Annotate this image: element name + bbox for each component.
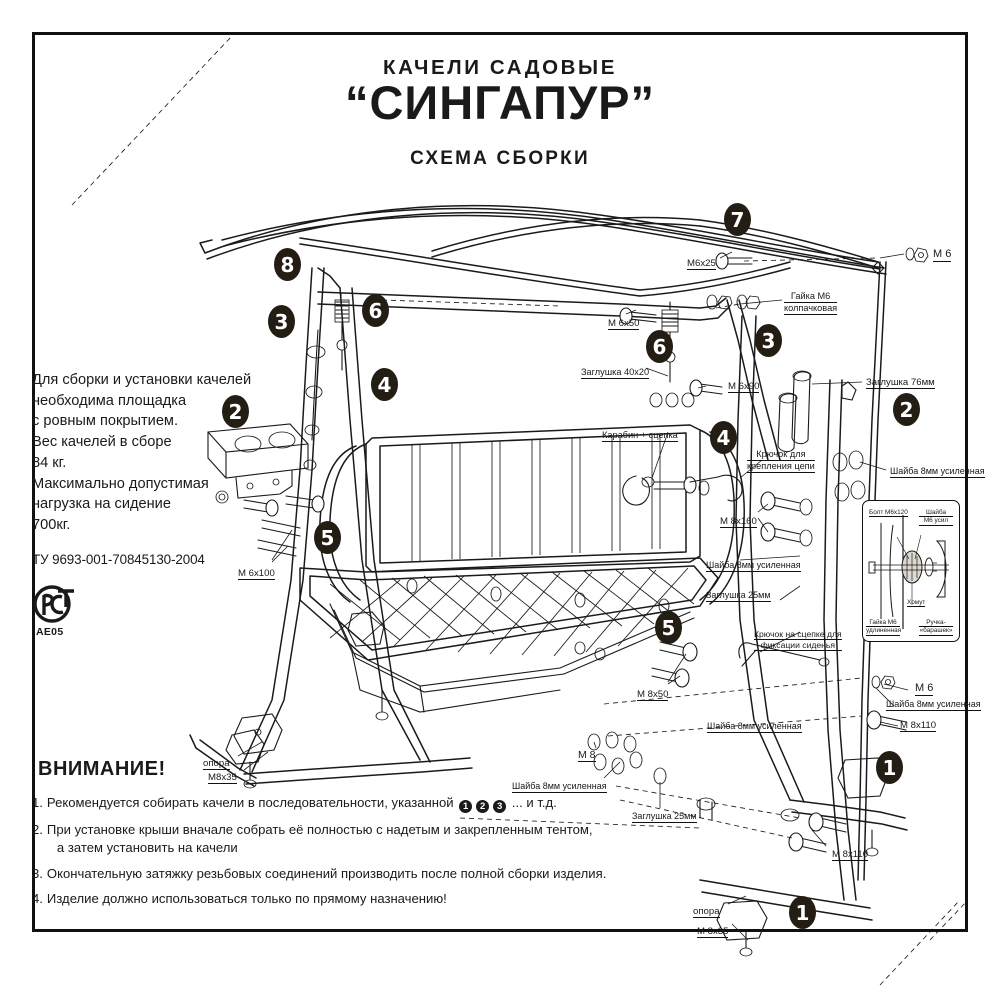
title-super: КАЧЕЛИ САДОВЫЕ <box>382 56 617 79</box>
callout-karabin-scepka: Карабин + сцепка <box>602 430 678 442</box>
callout-shayba-8-c1: Шайба 8мм усиленная <box>706 560 801 572</box>
callout-opora-left: опора <box>203 758 230 771</box>
callout-m6x100: M 6x100 <box>238 568 275 581</box>
inline-step-badge: 3 <box>493 800 507 813</box>
note-item: 3.Окончательную затяжку резьбовых соедин… <box>32 866 622 882</box>
inset-label-khomut: Хомут <box>907 599 926 608</box>
callout-shayba-8-c2: Шайба 8мм усиленная <box>707 721 802 733</box>
callout-line2: крепления цепи <box>747 460 815 473</box>
badge-1-lower: 1 <box>789 896 816 929</box>
specification-block: Для сборки и установки качелей необходим… <box>32 370 272 569</box>
detail-inset-drawing <box>868 515 949 629</box>
callout-zaglushka-40x20: Заглушка 40x20 <box>581 367 650 379</box>
callout-m8x110-lower: M 8x110 <box>832 849 869 862</box>
inset-label-line1: Ручка- <box>919 619 953 628</box>
callout-m8x35-left: M8x35 <box>208 772 237 785</box>
badge-2-left: 2 <box>222 395 249 428</box>
badge-6-left: 6 <box>362 294 389 327</box>
page-border <box>32 32 968 932</box>
badge-5-left: 5 <box>314 521 341 554</box>
spec-line-3: Вес качелей в сборе <box>32 434 172 451</box>
badge-4-left: 4 <box>371 368 398 401</box>
certification-code: AE05 <box>36 626 64 638</box>
attention-heading-wrap: ВНИМАНИЕ! <box>38 758 166 781</box>
callout-opora-lower: опора <box>693 906 720 919</box>
spec-line-6: нагрузка на сидение <box>32 496 171 513</box>
badge-2-right: 2 <box>893 393 920 426</box>
badge-7: 7 <box>724 203 751 236</box>
spec-line-2: с ровным покрытием. <box>32 413 179 430</box>
note-number: 3. <box>32 865 43 881</box>
callout-m8x50: M 8x50 <box>637 689 669 702</box>
badge-1-upper: 1 <box>876 751 903 784</box>
page-title: “СИНГАПУР” <box>344 76 656 129</box>
certification-mark: AE05 <box>32 585 96 638</box>
spec-line-4: 84 кг. <box>32 454 67 471</box>
inset-label-line2: M6 усил <box>919 517 953 526</box>
title-sub: СХЕМА СБОРКИ <box>410 148 590 169</box>
callout-line2: фиксации сиденья <box>754 640 842 652</box>
note-item: 2. При установке крыши вначале собрать её… <box>32 822 622 857</box>
inset-label-line2: «барашек» <box>919 627 953 636</box>
callout-shayba-8-r2: Шайба 8мм усиленная <box>886 699 981 711</box>
inset-label-ruchka: Ручка-«барашек» <box>919 619 953 636</box>
callout-m6x50: M 6x50 <box>608 318 640 331</box>
note-text: Изделие должно использоваться только по … <box>46 891 447 907</box>
inset-label-line2: удлиненная <box>866 627 902 636</box>
callout-m8x110-right: M 8x110 <box>900 720 937 733</box>
callout-m6x90: M 6x90 <box>728 381 760 394</box>
inset-label-bolt-m6x120: Болт M6x120 <box>869 509 908 518</box>
badge-4-right: 4 <box>710 421 737 454</box>
badge-5-right: 5 <box>655 611 682 644</box>
callout-m8x160: M 8x160 <box>720 516 757 529</box>
callout-m6-top-right: M 6 <box>933 248 952 262</box>
spec-tu-number: ТУ 9693-001-70845130-2004 <box>32 551 205 567</box>
inset-label-line1: Гайка M6 <box>866 619 900 628</box>
badge-3-right: 3 <box>755 324 782 357</box>
rst-icon <box>33 585 74 623</box>
callout-shayba-8-seat: Шайба 8мм усиленная <box>512 781 607 793</box>
attention-heading: ВНИМАНИЕ! <box>38 758 166 780</box>
spec-line-5: Максимально допустимая <box>32 475 209 492</box>
note-number: 1. <box>32 795 43 810</box>
note-item: 4.Изделие должно использоваться только п… <box>32 891 622 907</box>
inline-step-badge: 2 <box>476 800 490 813</box>
callout-zaglushka-25-c1: Заглушка 25мм <box>706 590 771 602</box>
callout-m6x25: M6x25 <box>687 258 716 271</box>
callout-zaglushka-76mm: Заглушка 76мм <box>866 377 935 390</box>
callout-m8x35-lower: M 8x35 <box>697 926 729 939</box>
callout-line1: Гайка M6 <box>784 291 838 303</box>
note-text: Окончательную затяжку резьбовых соединен… <box>46 865 607 881</box>
callout-zaglushka-25-seat: Заглушка 25мм <box>632 811 697 823</box>
callout-line1: Крючок на сцепке для <box>754 629 842 641</box>
callout-line2: колпачковая <box>784 302 838 315</box>
spec-line-1: необходима площадка <box>32 392 187 409</box>
spec-line-7: 700кг. <box>32 517 71 534</box>
note-text: При установке крыши вначале собрать её п… <box>47 822 622 857</box>
callout-m6-right-low: M 6 <box>915 682 934 696</box>
note-text-line2: а затем установить на качели <box>56 840 238 856</box>
note-text: Рекомендуется собирать качели в последов… <box>46 795 557 813</box>
inset-label-line1: Шайба <box>919 509 953 518</box>
note-item: 1.Рекомендуется собирать качели в послед… <box>32 795 622 813</box>
callout-shayba-8-r1: Шайба 8мм усиленная <box>890 466 985 478</box>
badge-8: 8 <box>274 248 301 281</box>
callout-line1: Крючок для <box>747 449 815 461</box>
note-number: 2. <box>32 822 43 837</box>
badge-3-left: 3 <box>268 305 295 338</box>
inline-step-badge: 1 <box>459 800 473 813</box>
callout-m8-seat: M 8 <box>578 749 596 763</box>
notes-list: 1.Рекомендуется собирать качели в послед… <box>32 795 622 916</box>
note-number: 4. <box>32 891 43 907</box>
spec-line-0: Для сборки и установки качелей <box>32 372 252 388</box>
badge-6-right: 6 <box>646 330 673 363</box>
